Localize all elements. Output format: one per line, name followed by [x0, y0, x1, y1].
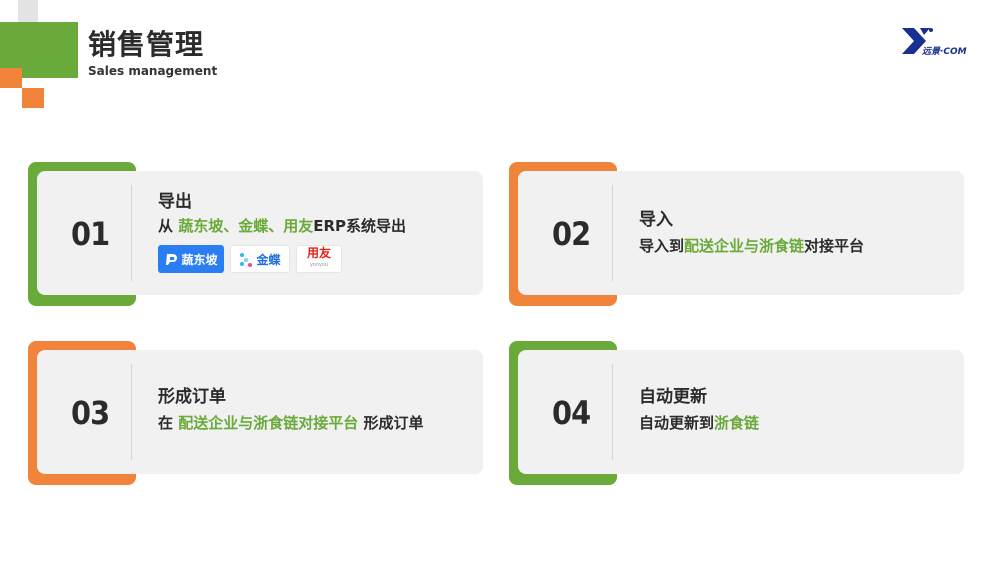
step-description: 导入到配送企业与浙食链对接平台 [639, 235, 959, 257]
step-number: 03 [71, 394, 110, 432]
desc-highlight: 蔬东坡、金蝶、用友 [178, 217, 314, 235]
step-description: 从 蔬东坡、金蝶、用友ERP系统导出 [158, 215, 478, 237]
desc-highlight: 配送企业与浙食链 [684, 237, 805, 255]
step-divider [131, 185, 132, 281]
step-title: 导出 [158, 192, 192, 212]
step-content: 导出 从 蔬东坡、金蝶、用友ERP系统导出 蔬东坡 金蝶 用友 yonyou [158, 191, 478, 273]
page-header: 销售管理 Sales management [88, 28, 217, 78]
shudongpo-logo: 蔬东坡 [158, 245, 224, 273]
kingdee-logo: 金蝶 [230, 245, 290, 273]
step-panel-04: 04 自动更新 自动更新到浙食链 [518, 350, 964, 474]
erp-logos: 蔬东坡 金蝶 用友 yonyou [158, 245, 478, 273]
desc-suffix: 对接平台 [804, 237, 865, 255]
yonyou-sublabel: yonyou [309, 262, 329, 268]
brand-logo-text: 远景·COM [922, 47, 967, 57]
deco-orange-square-2 [22, 88, 44, 108]
step-content: 自动更新 自动更新到浙食链 [639, 386, 959, 434]
desc-prefix: 导入到 [639, 237, 685, 255]
step-card-03: 03 形成订单 在 配送企业与浙食链对接平台 形成订单 [28, 341, 484, 485]
brand-mark-icon [902, 28, 933, 54]
step-card-02: 02 导入 导入到配送企业与浙食链对接平台 [509, 162, 965, 306]
kingdee-label: 金蝶 [256, 252, 281, 267]
step-card-04: 04 自动更新 自动更新到浙食链 [509, 341, 965, 485]
step-number: 02 [552, 215, 591, 253]
brand-logo: 远景·COM [900, 24, 980, 58]
step-title: 自动更新 [639, 387, 707, 407]
desc-prefix: 从 [158, 217, 179, 235]
deco-gray-bar [18, 0, 38, 22]
step-content: 导入 导入到配送企业与浙食链对接平台 [639, 209, 959, 257]
step-divider [612, 364, 613, 460]
step-title: 导入 [639, 210, 673, 230]
yonyou-logo: 用友 yonyou [296, 245, 342, 273]
yonyou-label: 用友 [306, 246, 331, 260]
shudongpo-icon [166, 254, 178, 265]
desc-highlight: 浙食链 [714, 414, 760, 432]
step-title: 形成订单 [158, 387, 226, 407]
desc-prefix: 自动更新到 [639, 414, 715, 432]
step-divider [612, 185, 613, 281]
step-number: 01 [71, 215, 110, 253]
step-content: 形成订单 在 配送企业与浙食链对接平台 形成订单 [158, 386, 478, 434]
page-subtitle: Sales management [88, 64, 218, 78]
deco-orange-square-1 [0, 68, 22, 88]
desc-prefix: 在 [158, 414, 179, 432]
step-description: 自动更新到浙食链 [639, 412, 959, 434]
step-panel-02: 02 导入 导入到配送企业与浙食链对接平台 [518, 171, 964, 295]
step-panel-03: 03 形成订单 在 配送企业与浙食链对接平台 形成订单 [37, 350, 483, 474]
desc-suffix: 形成订单 [358, 414, 424, 432]
page-title: 销售管理 [88, 28, 205, 61]
step-number: 04 [552, 394, 591, 432]
desc-suffix: ERP系统导出 [313, 217, 407, 235]
desc-highlight: 配送企业与浙食链对接平台 [178, 414, 359, 432]
kingdee-dots-icon [239, 252, 253, 267]
step-divider [131, 364, 132, 460]
shudongpo-label: 蔬东坡 [181, 252, 218, 267]
step-card-01: 01 导出 从 蔬东坡、金蝶、用友ERP系统导出 蔬东坡 金蝶 用友 yonyo… [28, 162, 484, 306]
step-panel-01: 01 导出 从 蔬东坡、金蝶、用友ERP系统导出 蔬东坡 金蝶 用友 yonyo… [37, 171, 483, 295]
step-description: 在 配送企业与浙食链对接平台 形成订单 [158, 412, 478, 434]
